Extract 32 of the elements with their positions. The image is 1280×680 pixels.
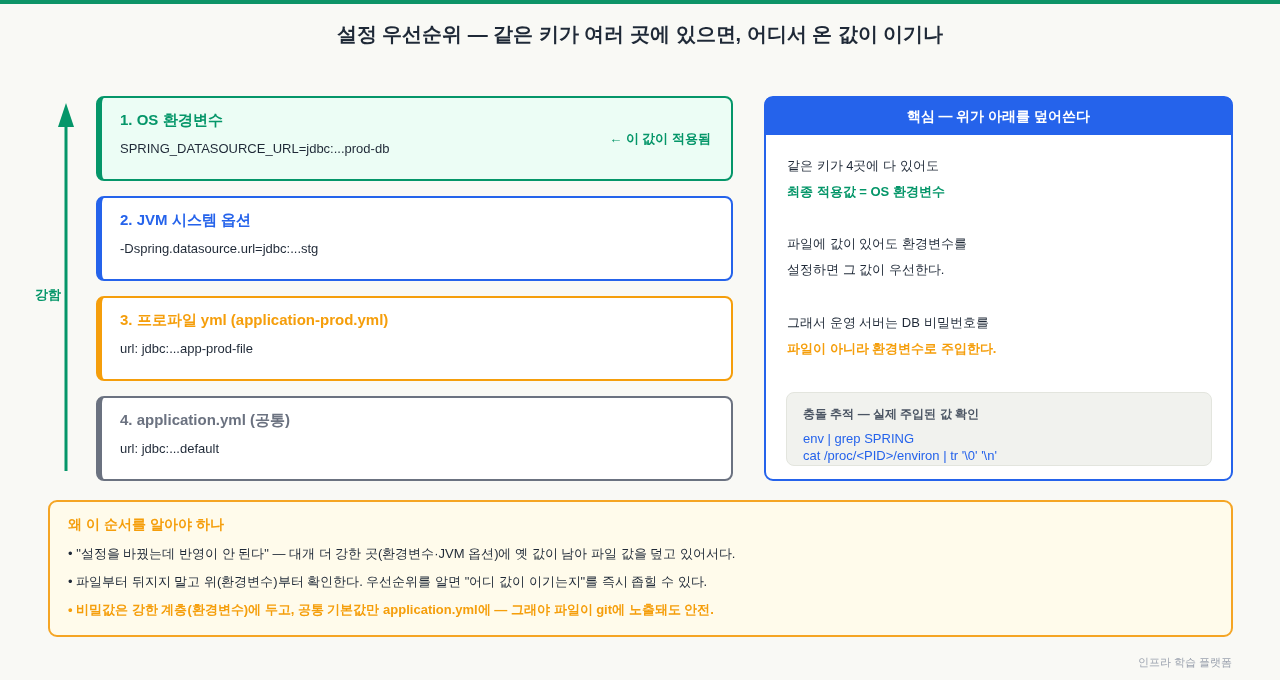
notes-box [48, 500, 1233, 637]
panel-header: 핵심 — 위가 아래를 덮어쓴다 [765, 97, 1232, 135]
highlight-text: 파일이 아니라 환경변수로 주입한다. [787, 340, 997, 358]
command-box [786, 392, 1212, 466]
axis-label: 강함 [35, 286, 61, 304]
bullet-note: • 비밀값은 강한 계층(환경변수)에 두고, 공통 기본값만 application.yml에 — 그래야 파일이 git에 노출돼도 안전. [68, 601, 714, 619]
layer-card [96, 96, 733, 181]
notes-heading: 왜 이 순서를 알아야 하나 [68, 515, 224, 534]
layer-card [96, 196, 733, 281]
bullet-note: • 파일부터 뒤지지 말고 위(환경변수)부터 확인한다. 우선순위를 알면 "어디 값이 이기는지"를 즉시 좁힐 수 있다. [68, 573, 708, 591]
applied-note: ← 이 값이 적용됨 [609, 129, 711, 148]
layer-card [96, 296, 733, 381]
page-title: 설정 우선순위 — 같은 키가 여러 곳에 있으면, 어디서 온 값이 이기나 [336, 22, 944, 47]
summary-text: 파일에 값이 있어도 환경변수를 설정하면 그 값이 우선한다. [787, 235, 968, 279]
summary-text: 같은 키가 4곳에 다 있어도 [787, 157, 939, 175]
highlight-text: 최종 적용값 = OS 환경변수 [787, 183, 945, 201]
layer-heading: 1. OS 환경변수 [120, 110, 223, 130]
summary-text: 그래서 운영 서버는 DB 비밀번호를 [787, 314, 989, 332]
layer-heading: 4. application.yml (공통) [120, 410, 291, 430]
config-value: SPRING_DATASOURCE_URL=jdbc:...prod-db [120, 140, 390, 158]
summary-panel [764, 96, 1233, 481]
layer-heading: 3. 프로파일 yml (application-prod.yml) [120, 310, 389, 330]
layer-card [96, 396, 733, 481]
config-value: url: jdbc:...default [120, 440, 219, 458]
command-line: env | grep SPRING [803, 430, 915, 447]
config-value: url: jdbc:...app-prod-file [120, 340, 253, 358]
config-value: -Dspring.datasource.url=jdbc:...stg [120, 240, 319, 258]
footer-note: 인프라 학습 플랫폼 [1137, 655, 1232, 669]
command-heading: 충돌 추적 — 실제 주입된 값 확인 [803, 406, 979, 422]
bullet-note: • "설정을 바꿨는데 반영이 안 된다" — 대개 더 강한 곳(환경변수·JVM 옵션)에 옛 값이 남아 파일 값을 덮고 있어서다. [68, 545, 736, 563]
command-line: cat /proc/<PID>/environ | tr '\0' '\n' [803, 447, 997, 464]
layer-heading: 2. JVM 시스템 옵션 [120, 210, 251, 230]
